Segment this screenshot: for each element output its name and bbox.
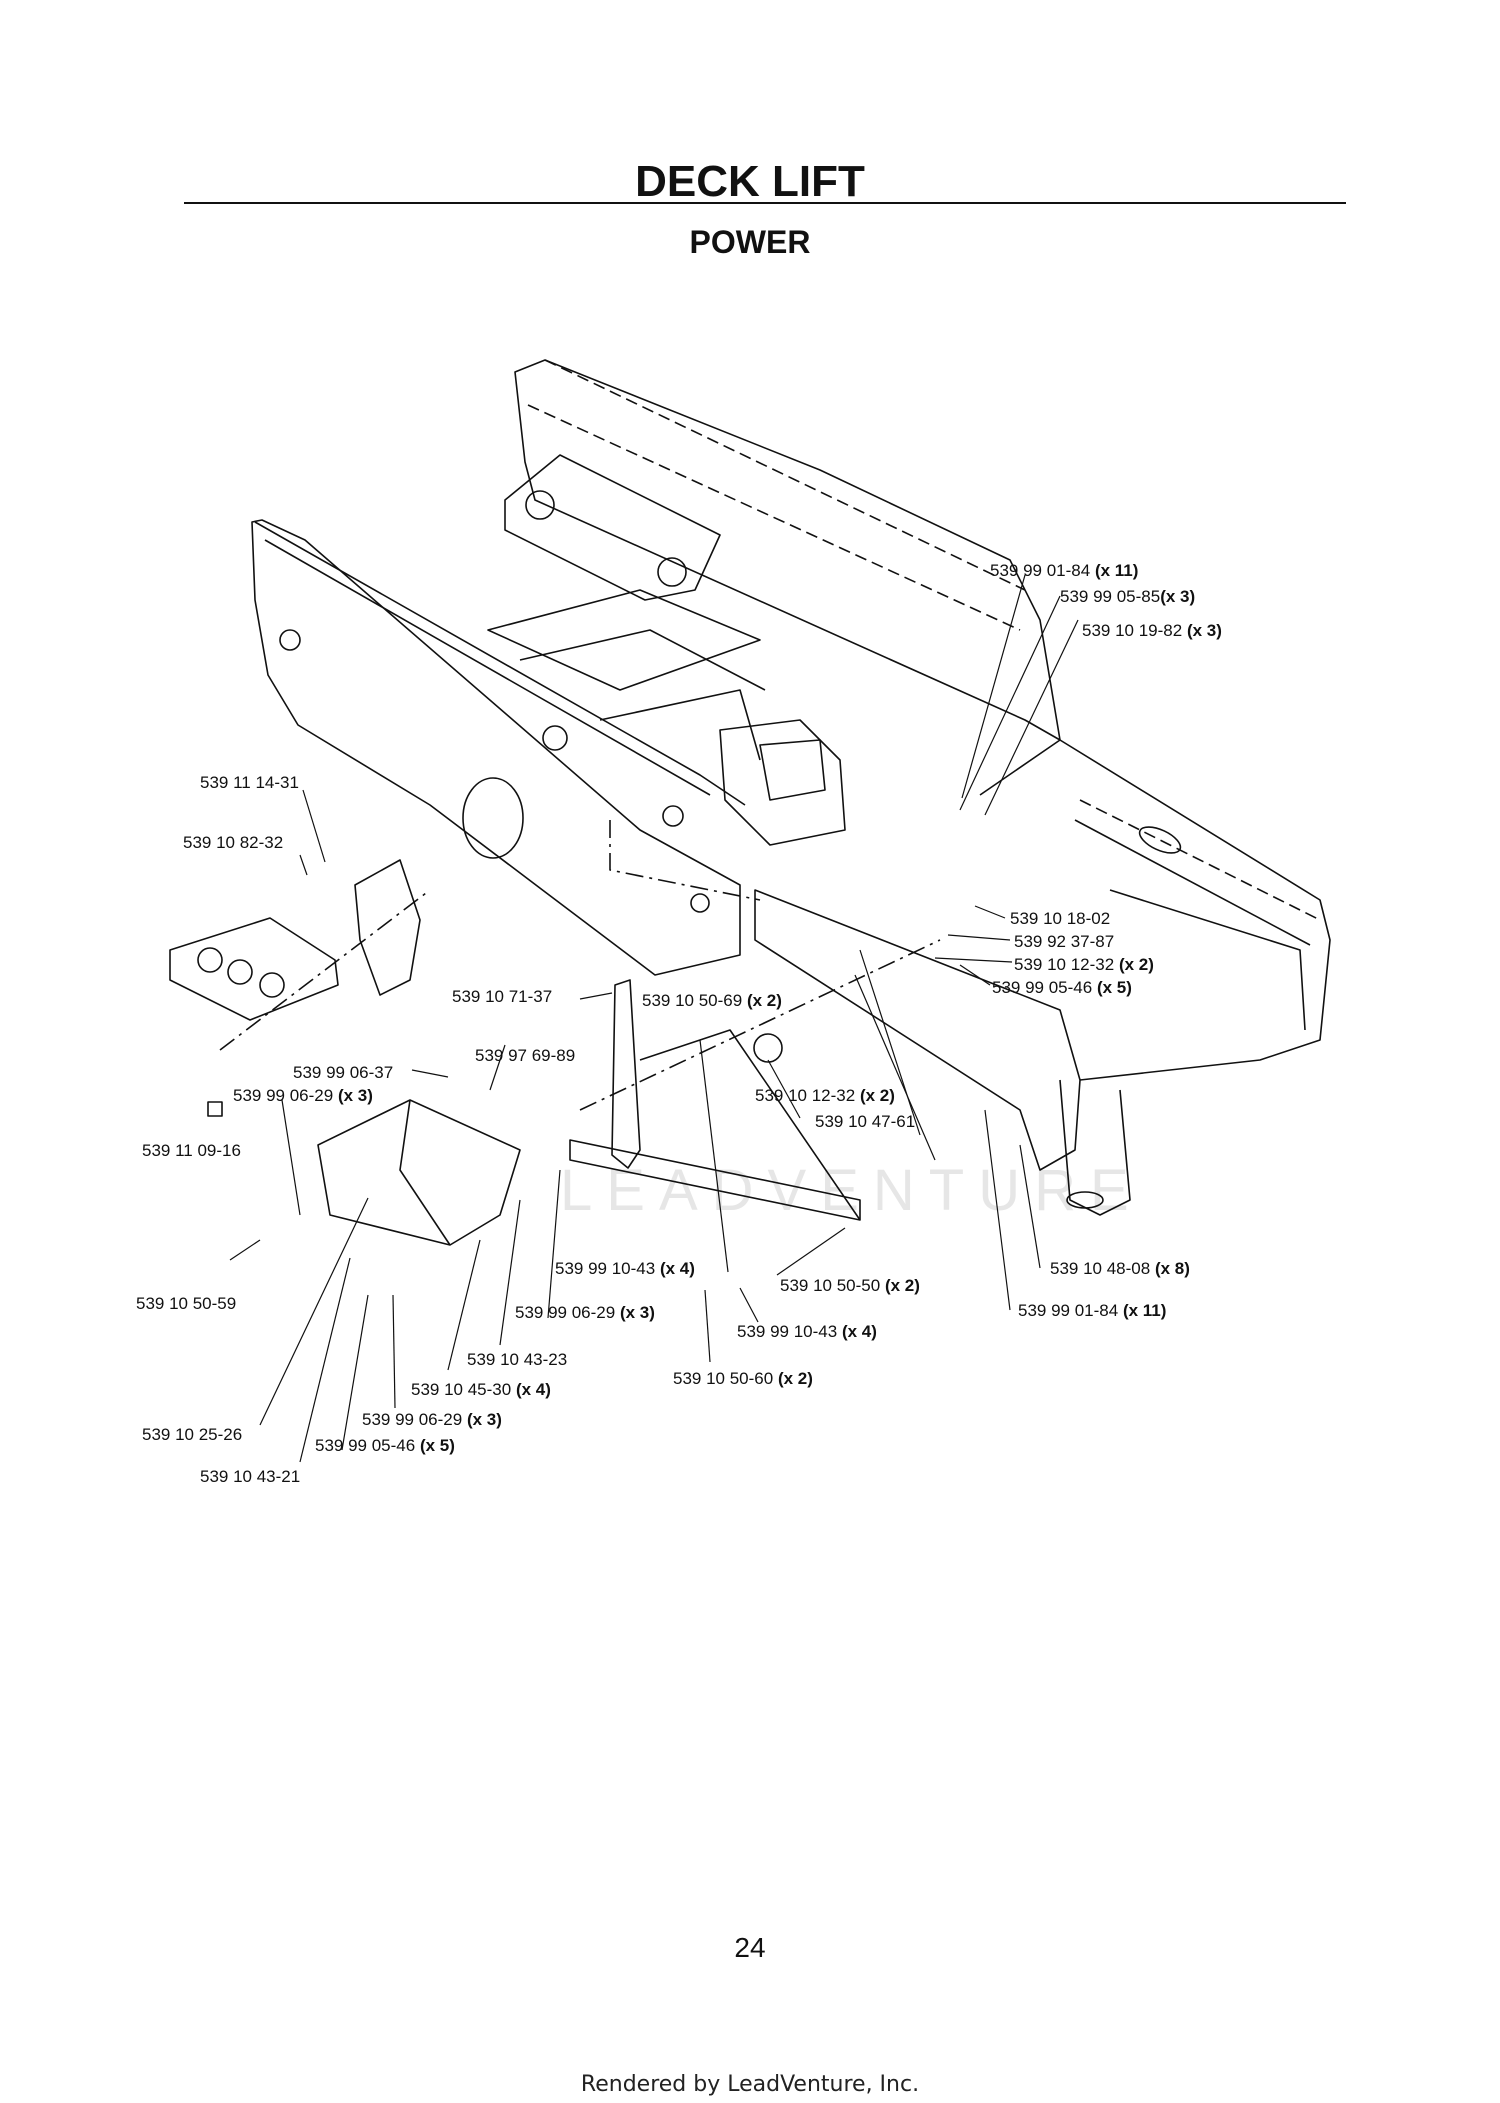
lift-arm bbox=[611, 979, 641, 1169]
page-subtitle: POWER bbox=[689, 224, 811, 260]
callout-labels: 539 99 01-84 (x 11) 539 99 05-85(x 3) 53… bbox=[136, 561, 1222, 1486]
callout-label: 539 99 01-84 (x 11) bbox=[1018, 1301, 1166, 1320]
page-number: 24 bbox=[734, 1932, 766, 1963]
callout-label: 539 10 82-32 bbox=[183, 833, 283, 852]
callout-label: 539 10 19-82 (x 3) bbox=[1082, 621, 1222, 640]
callout-label: 539 10 48-08 (x 8) bbox=[1050, 1259, 1190, 1278]
callout-label: 539 99 01-84 (x 11) bbox=[990, 561, 1138, 580]
watermark-text: LEADVENTURE bbox=[560, 1158, 1143, 1223]
leader-lines bbox=[229, 574, 1079, 1463]
callout-label: 539 11 09-16 bbox=[142, 1141, 241, 1160]
left-side-rail bbox=[251, 519, 741, 976]
callout-label: 539 92 37-87 bbox=[1014, 932, 1114, 951]
callout-label: 539 10 50-50 (x 2) bbox=[780, 1276, 920, 1295]
callout-label: 539 10 43-21 bbox=[200, 1467, 300, 1486]
rear-plate bbox=[514, 359, 1061, 741]
callout-label: 539 99 06-29 (x 3) bbox=[515, 1303, 655, 1322]
callout-label: 539 10 12-32 (x 2) bbox=[755, 1086, 895, 1105]
callout-label: 539 99 10-43 (x 4) bbox=[555, 1259, 695, 1278]
inner-channel bbox=[487, 589, 761, 691]
callout-label: 539 11 14-31 bbox=[200, 773, 299, 792]
callout-label: 539 10 25-26 bbox=[142, 1425, 242, 1444]
callout-label: 539 99 05-46 (x 5) bbox=[992, 978, 1132, 997]
callout-label: 539 99 05-85(x 3) bbox=[1060, 587, 1195, 606]
callout-label: 539 10 50-60 (x 2) bbox=[673, 1369, 813, 1388]
callout-label: 539 10 12-32 (x 2) bbox=[1014, 955, 1154, 974]
callout-label: 539 99 10-43 (x 4) bbox=[737, 1322, 877, 1341]
right-side-rail bbox=[754, 889, 1081, 1171]
callout-label: 539 10 18-02 bbox=[1010, 909, 1110, 928]
callout-label: 539 99 06-29 (x 3) bbox=[362, 1410, 502, 1429]
callout-label: 539 99 06-29 (x 3) bbox=[233, 1086, 373, 1105]
callout-label: 539 10 47-61 bbox=[815, 1112, 915, 1131]
callout-label: 539 10 50-69 (x 2) bbox=[642, 991, 782, 1010]
rear-tube bbox=[1059, 1079, 1131, 1216]
center-bracket bbox=[719, 719, 846, 846]
callout-label: 539 99 06-37 bbox=[293, 1063, 393, 1082]
frame-drawing bbox=[169, 359, 1331, 1246]
height-quadrant bbox=[317, 1099, 521, 1246]
rear-frame bbox=[979, 739, 1331, 1081]
callout-label: 539 99 05-46 (x 5) bbox=[315, 1436, 455, 1455]
callout-label: 539 10 50-59 bbox=[136, 1294, 236, 1313]
callout-label: 539 97 69-89 bbox=[475, 1046, 575, 1065]
control-plate bbox=[169, 917, 339, 1021]
callout-label: 539 10 45-30 (x 4) bbox=[411, 1380, 551, 1399]
switch bbox=[207, 1101, 223, 1117]
footer-text: Rendered by LeadVenture, Inc. bbox=[580, 2072, 920, 2097]
title-rule bbox=[184, 202, 1346, 204]
callout-label: 539 10 71-37 bbox=[452, 987, 552, 1006]
page-title: DECK LIFT bbox=[635, 157, 865, 206]
bushing bbox=[753, 1033, 783, 1063]
callout-label: 539 10 43-23 bbox=[467, 1350, 567, 1369]
cross-box bbox=[504, 454, 721, 601]
cover-bracket bbox=[354, 859, 421, 996]
